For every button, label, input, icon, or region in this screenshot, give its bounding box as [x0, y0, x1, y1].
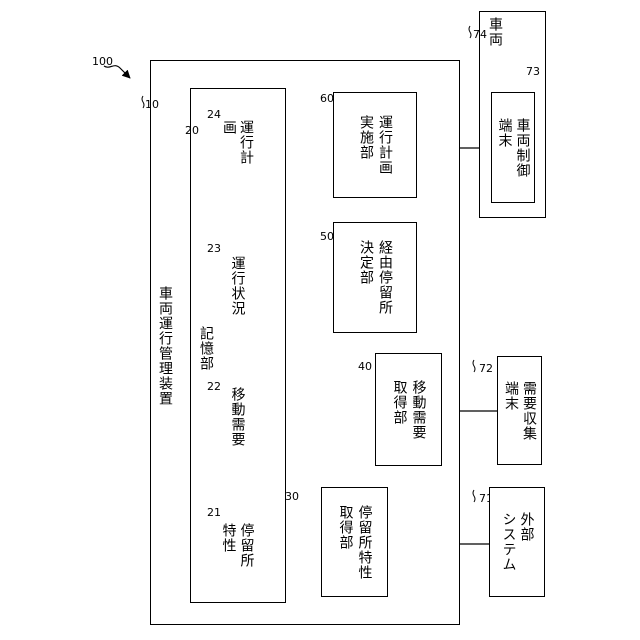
db-status-label: 運行状況	[229, 256, 246, 316]
db-status-ref: 23	[207, 242, 221, 255]
db-operation-status: 運行状況	[221, 254, 253, 318]
u50-ref: 50	[320, 230, 334, 243]
stop-characteristics-acquisition-unit: 停留所特性 取得部	[321, 487, 388, 597]
vehicle-terminal-ref: 73	[526, 65, 540, 78]
operation-plan-execution-unit: 運行計画 実施部	[333, 92, 417, 198]
vehicle-terminal-line1: 車両制御	[514, 118, 531, 178]
demand-collection-terminal: 需要収集 端末	[497, 356, 542, 465]
storage-ref: 20	[185, 124, 199, 137]
travel-demand-acquisition-unit: 移動需要 取得部	[375, 353, 442, 466]
device-label: 車両運行管理装置	[156, 286, 173, 406]
db-stop-ref: 21	[207, 506, 221, 519]
vehicle-ref: 74	[473, 28, 487, 41]
u40-label-line2: 取得部	[391, 380, 408, 440]
db-plan-label: 運行計画	[220, 120, 254, 176]
u50-label-line2: 決定部	[357, 240, 374, 315]
db-stop-label-line2: 特性	[220, 523, 237, 568]
demand-terminal-line2: 端末	[502, 381, 519, 441]
device-ref: 10	[145, 98, 159, 111]
db-stop-label-line1: 停留所	[238, 523, 255, 568]
u60-ref: 60	[320, 92, 334, 105]
via-stop-determination-unit: 経由停留所 決定部	[333, 222, 417, 333]
ext-system-line2: システム	[500, 512, 517, 572]
db-demand-ref: 22	[207, 380, 221, 393]
db-stop-characteristics: 停留所 特性	[221, 512, 253, 578]
u60-label-line2: 実施部	[357, 115, 374, 175]
u40-label-line1: 移動需要	[410, 380, 427, 440]
u60-label-line1: 運行計画	[376, 115, 393, 175]
u30-label-line1: 停留所特性	[356, 505, 373, 580]
db-operation-plan: 運行計画	[221, 120, 253, 176]
u30-ref: 30	[285, 490, 299, 503]
u40-ref: 40	[358, 360, 372, 373]
external-system: 外部 システム	[489, 487, 545, 597]
demand-terminal-ref: 72	[479, 362, 493, 375]
db-demand-label: 移動需要	[229, 387, 246, 447]
vehicle-terminal-line2: 端末	[496, 118, 513, 178]
figure-ref-leader	[104, 66, 130, 78]
storage-label: 記憶部	[197, 326, 214, 371]
u30-label-line2: 取得部	[337, 505, 354, 580]
demand-terminal-line1: 需要収集	[520, 381, 537, 441]
db-plan-ref: 24	[207, 108, 221, 121]
vehicle-label: 車両	[486, 17, 503, 47]
vehicle-control-terminal: 車両制御 端末	[491, 92, 535, 203]
u50-label-line1: 経由停留所	[376, 240, 393, 315]
ext-system-line1: 外部	[518, 512, 535, 572]
db-travel-demand: 移動需要	[221, 385, 253, 449]
